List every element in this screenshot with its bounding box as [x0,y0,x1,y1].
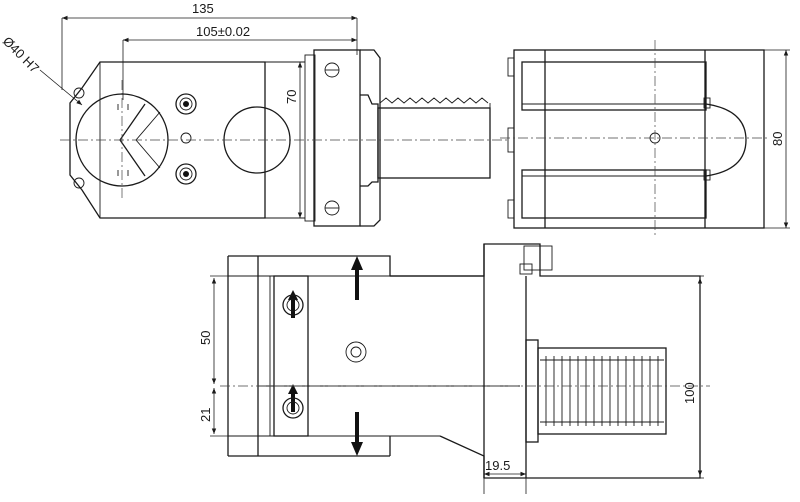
dim-19-5-label: 19.5 [485,458,510,473]
dim-100-label: 100 [682,382,697,404]
dim-bore-label: Ø40 H7 [0,34,42,76]
dim-135-label: 135 [192,1,214,16]
nut-icon [345,341,367,363]
side-view: 80 [500,40,790,236]
screw-icon [282,397,304,419]
dim-80-label: 80 [770,132,785,146]
front-view: 135 105±0.02 Ø40 H7 [0,1,510,227]
dim-70-label: 70 [284,90,299,104]
top-view: 50 21 100 19.5 [198,243,710,494]
dim-50-label: 50 [198,331,213,345]
screw-icon [282,294,304,316]
screw-icon [175,163,197,185]
dim-105-label: 105±0.02 [196,24,250,39]
screw-icon [175,93,197,115]
dim-21-label: 21 [198,408,213,422]
